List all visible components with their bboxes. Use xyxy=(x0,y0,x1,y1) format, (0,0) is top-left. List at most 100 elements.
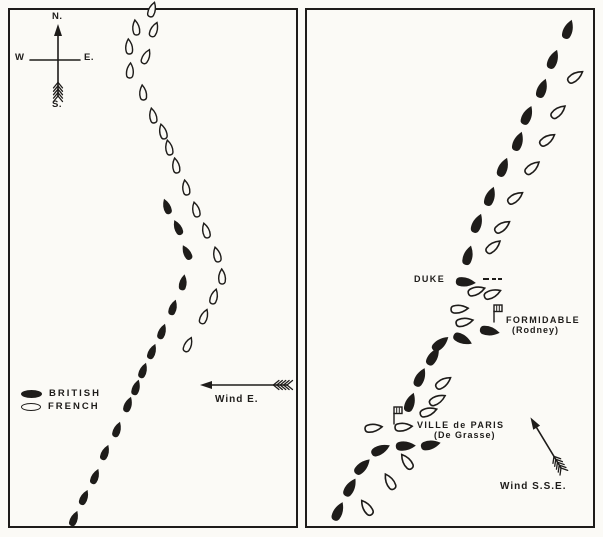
ship-british xyxy=(395,441,416,451)
ship-french xyxy=(213,245,222,263)
compass-south-label: S. xyxy=(52,99,62,110)
line xyxy=(57,91,64,99)
ship-french xyxy=(493,220,511,234)
ship-british xyxy=(455,277,476,287)
french-ship-icon xyxy=(21,402,41,411)
ship-french xyxy=(202,222,211,239)
line xyxy=(559,467,562,476)
ship-french xyxy=(165,138,174,156)
flag-icon xyxy=(393,406,403,415)
legend-british-label: BRITISH xyxy=(49,388,101,399)
ship-french xyxy=(485,240,502,255)
ship-british xyxy=(163,198,172,215)
arrowhead xyxy=(530,417,541,430)
line xyxy=(286,379,294,386)
ship-british xyxy=(178,274,187,291)
ship-french xyxy=(419,407,439,418)
ship-french xyxy=(218,267,227,285)
ship-french xyxy=(192,200,201,218)
ship-british xyxy=(431,337,449,352)
line xyxy=(272,379,280,386)
line xyxy=(557,464,560,473)
ship-french xyxy=(140,48,151,65)
wind-east-label: Wind E. xyxy=(215,394,259,405)
ship-british xyxy=(112,421,121,438)
ship-french xyxy=(384,472,397,491)
line xyxy=(52,95,59,103)
ship-british xyxy=(546,49,558,69)
line xyxy=(52,88,59,96)
ship-french xyxy=(467,286,487,297)
ship-british xyxy=(403,392,415,412)
ship-french xyxy=(172,156,181,174)
line xyxy=(286,384,294,391)
dash-mark xyxy=(483,278,489,280)
ship-french xyxy=(428,394,447,407)
line xyxy=(276,379,283,386)
ship-french xyxy=(483,289,502,301)
british-ship-icon xyxy=(21,389,42,398)
ship-french xyxy=(550,105,567,120)
ship-british xyxy=(173,220,184,236)
ship-french xyxy=(125,61,134,79)
ship-british xyxy=(479,325,500,336)
ship-british xyxy=(157,323,166,340)
ship-british xyxy=(470,213,482,233)
right-panel xyxy=(305,8,595,528)
ship-french xyxy=(506,191,524,205)
line xyxy=(57,88,64,96)
ship-british xyxy=(168,299,177,316)
line xyxy=(553,455,562,460)
ville-de-paris-sublabel: (De Grasse) xyxy=(434,430,496,440)
ship-french xyxy=(400,453,414,471)
ship-british xyxy=(182,245,193,260)
ship-french xyxy=(434,376,452,390)
ship-french xyxy=(538,133,556,147)
ship-french xyxy=(125,37,134,55)
ship-british xyxy=(343,478,356,497)
line xyxy=(57,95,64,103)
ship-british xyxy=(420,440,441,451)
line xyxy=(276,384,283,391)
ship-british xyxy=(535,78,547,98)
line xyxy=(282,379,290,386)
ship-british xyxy=(123,396,132,413)
flag-icon xyxy=(493,304,503,313)
ship-british xyxy=(426,347,439,366)
ship-british xyxy=(331,502,344,521)
ship-french xyxy=(149,106,158,124)
ship-british xyxy=(520,106,532,125)
ship-french xyxy=(198,308,209,325)
line xyxy=(555,461,559,470)
ship-french xyxy=(360,499,374,517)
ship-british xyxy=(453,332,472,345)
line xyxy=(560,467,569,472)
ship-british xyxy=(100,444,109,461)
ship-british xyxy=(78,490,89,506)
ship-british xyxy=(511,131,523,151)
ship-french xyxy=(364,423,384,434)
line xyxy=(52,85,59,92)
line xyxy=(279,384,287,391)
ship-french xyxy=(132,18,141,36)
duke-label: DUKE xyxy=(414,274,446,284)
ship-french xyxy=(146,1,157,18)
legend-british-row: BRITISH xyxy=(21,388,101,399)
compass-west-label: W xyxy=(15,52,25,63)
line xyxy=(272,384,280,391)
dash-mark xyxy=(492,278,496,280)
ship-french xyxy=(524,161,541,176)
ship-british xyxy=(138,362,147,379)
ship-french xyxy=(450,304,470,314)
line xyxy=(556,461,565,466)
line xyxy=(282,384,290,391)
ship-french xyxy=(566,70,584,84)
line xyxy=(552,455,555,465)
compass-east-label: E. xyxy=(84,52,94,63)
arrowhead xyxy=(54,24,62,36)
ship-british xyxy=(483,186,495,206)
legend-french-label: FRENCH xyxy=(48,401,100,412)
ship-british xyxy=(354,459,370,475)
ship-french xyxy=(148,21,159,38)
